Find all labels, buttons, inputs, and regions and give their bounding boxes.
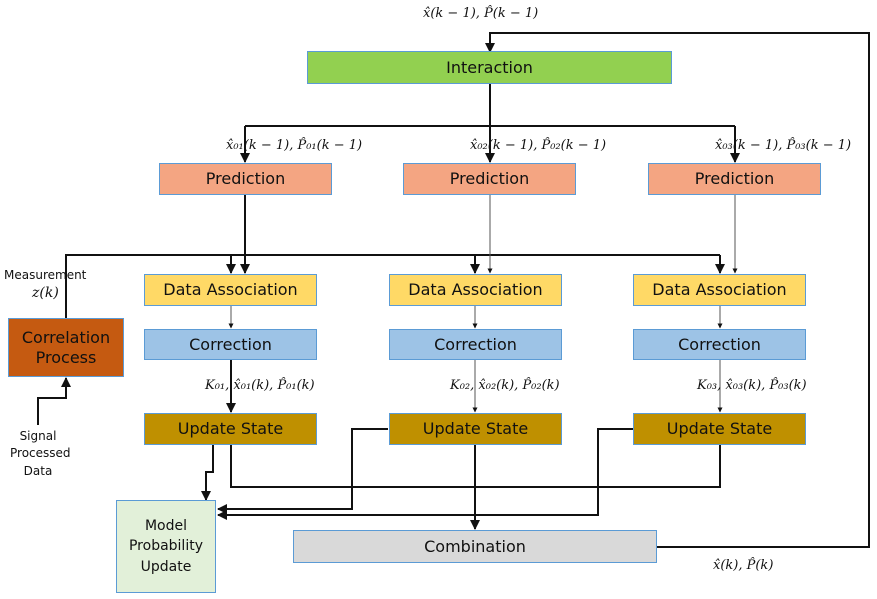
data-association-box-2: Data Association xyxy=(389,274,562,306)
correlation-process-line2: Process xyxy=(35,347,97,367)
model-2-input-label: x̂₀₂(k − 1), P̂₀₂(k − 1) xyxy=(470,138,607,153)
interaction-box: Interaction xyxy=(307,51,672,84)
signal-input-line2: Processed xyxy=(10,446,71,461)
interaction-label: Interaction xyxy=(446,57,533,77)
model-2-output-label: K₀₂, x̂₀₂(k), P̂₀₂(k) xyxy=(450,378,560,393)
model-1-input-label: x̂₀₁(k − 1), P̂₀₁(k − 1) xyxy=(226,138,363,153)
signal-input-line1: Signal xyxy=(19,429,57,443)
model-probability-line2: Probability xyxy=(128,538,203,555)
correction-2-label: Correction xyxy=(434,334,517,354)
data-association-2-label: Data Association xyxy=(408,280,543,300)
update-1-to-model-prob-line xyxy=(201,445,214,501)
update-2-to-model-prob-line xyxy=(217,428,388,514)
final-output-label: x̂(k), P̂(k) xyxy=(713,558,774,573)
data-association-box-3: Data Association xyxy=(633,274,806,306)
update-state-1-label: Update State xyxy=(177,419,284,439)
update-state-box-1: Update State xyxy=(144,413,317,445)
model-1-output-label: K₀₁, x̂₀₁(k), P̂₀₁(k) xyxy=(205,378,315,393)
prediction-box-3: Prediction xyxy=(648,163,821,195)
correlation-process-line1: Correlation xyxy=(21,328,111,348)
data-association-box-1: Data Association xyxy=(144,274,317,306)
prediction-2-label: Prediction xyxy=(449,169,530,189)
correction-box-2: Correction xyxy=(389,329,562,360)
model-probability-update-box: Model Probability Update xyxy=(116,500,216,593)
signal-to-correlation-line xyxy=(37,377,71,425)
model-3-output-label: K₀₃, x̂₀₃(k), P̂₀₃(k) xyxy=(697,378,807,393)
signal-input-line3: Data xyxy=(23,463,53,478)
correction-3-label: Correction xyxy=(678,334,761,354)
data-association-1-label: Data Association xyxy=(163,280,298,300)
correction-1-label: Correction xyxy=(189,334,272,354)
feedback-loop-line xyxy=(485,32,870,548)
data-association-3-label: Data Association xyxy=(652,280,787,300)
measurement-symbol: z(k) xyxy=(32,285,59,301)
model-probability-line3: Update xyxy=(140,558,192,575)
correlation-process-box: Correlation Process xyxy=(8,318,124,377)
update-state-3-label: Update State xyxy=(666,419,773,439)
update-state-box-3: Update State xyxy=(633,413,806,445)
top-input-label: x̂(k − 1), P̂(k − 1) xyxy=(423,6,539,21)
update-state-box-2: Update State xyxy=(389,413,562,445)
prediction-box-2: Prediction xyxy=(403,163,576,195)
combination-box: Combination xyxy=(293,530,657,563)
model-3-input-label: x̂₀₃(k − 1), P̂₀₃(k − 1) xyxy=(715,138,852,153)
measurement-label: Measurement xyxy=(4,268,87,282)
signal-input-label: Signal Processed Data xyxy=(10,428,71,480)
measurement-bus-line xyxy=(65,254,720,318)
combination-label: Combination xyxy=(424,536,526,556)
prediction-3-label: Prediction xyxy=(694,169,775,189)
prediction-box-1: Prediction xyxy=(159,163,332,195)
update-3-to-model-prob-line xyxy=(217,428,633,520)
prediction-1-label: Prediction xyxy=(205,169,286,189)
model-probability-line1: Model xyxy=(144,518,188,535)
correction-box-3: Correction xyxy=(633,329,806,360)
correction-box-1: Correction xyxy=(144,329,317,360)
update-state-2-label: Update State xyxy=(422,419,529,439)
